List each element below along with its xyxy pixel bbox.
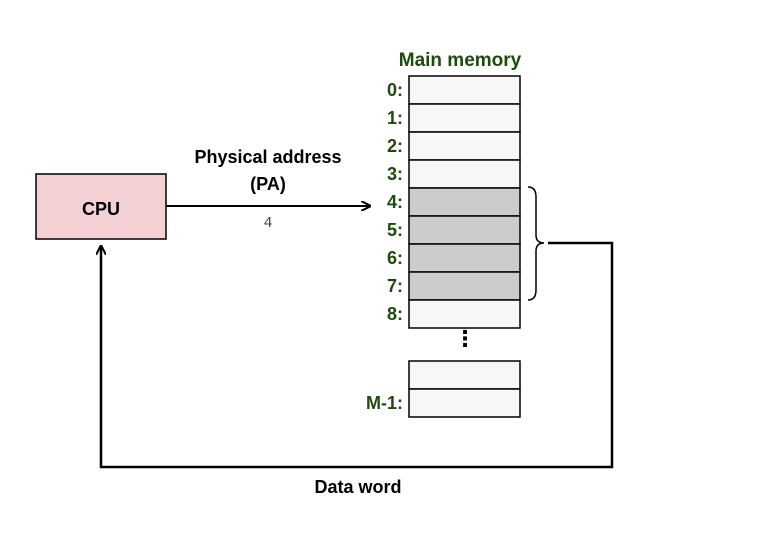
memory-cell-0 — [408, 75, 521, 105]
physical-address-label: Physical address — [194, 147, 341, 167]
memory-cell-5 — [408, 215, 521, 245]
memory-address-label-0: 0: — [387, 80, 403, 100]
memory-cell-8 — [408, 299, 521, 329]
memory-cells — [408, 75, 521, 418]
memory-tail-address-label-1: M-1: — [366, 393, 403, 413]
memory-cell-6 — [408, 243, 521, 273]
memory-cell-3 — [408, 159, 521, 189]
memory-cell-1 — [408, 103, 521, 133]
memory-labels: 0: 1: 2: 3: 4: 5: 6: 7: 8: M-1: — [366, 80, 403, 413]
memory-cell-4 — [408, 187, 521, 217]
memory-tail-cell-0 — [408, 360, 521, 390]
main-memory-title: Main memory — [399, 50, 522, 71]
cpu-box — [35, 173, 167, 240]
cpu-label: CPU — [82, 199, 120, 219]
memory-address-label-8: 8: — [387, 304, 403, 324]
memory-address-label-6: 6: — [387, 248, 403, 268]
memory-address-label-4: 4: — [387, 192, 403, 212]
memory-address-label-3: 3: — [387, 164, 403, 184]
memory-cell-7 — [408, 271, 521, 301]
data-word-line — [101, 241, 614, 469]
address-value: 4 — [263, 215, 272, 232]
memory-ellipsis: ⋮ — [454, 326, 476, 351]
block-brace — [527, 186, 545, 301]
memory-address-label-7: 7: — [387, 276, 403, 296]
memory-address-label-1: 1: — [387, 108, 403, 128]
memory-address-label-5: 5: — [387, 220, 403, 240]
data-word-label: Data word — [314, 477, 401, 497]
pa-label: (PA) — [250, 174, 286, 194]
memory-address-label-2: 2: — [387, 136, 403, 156]
memory-cell-2 — [408, 131, 521, 161]
memory-tail-cell-1 — [408, 388, 521, 418]
